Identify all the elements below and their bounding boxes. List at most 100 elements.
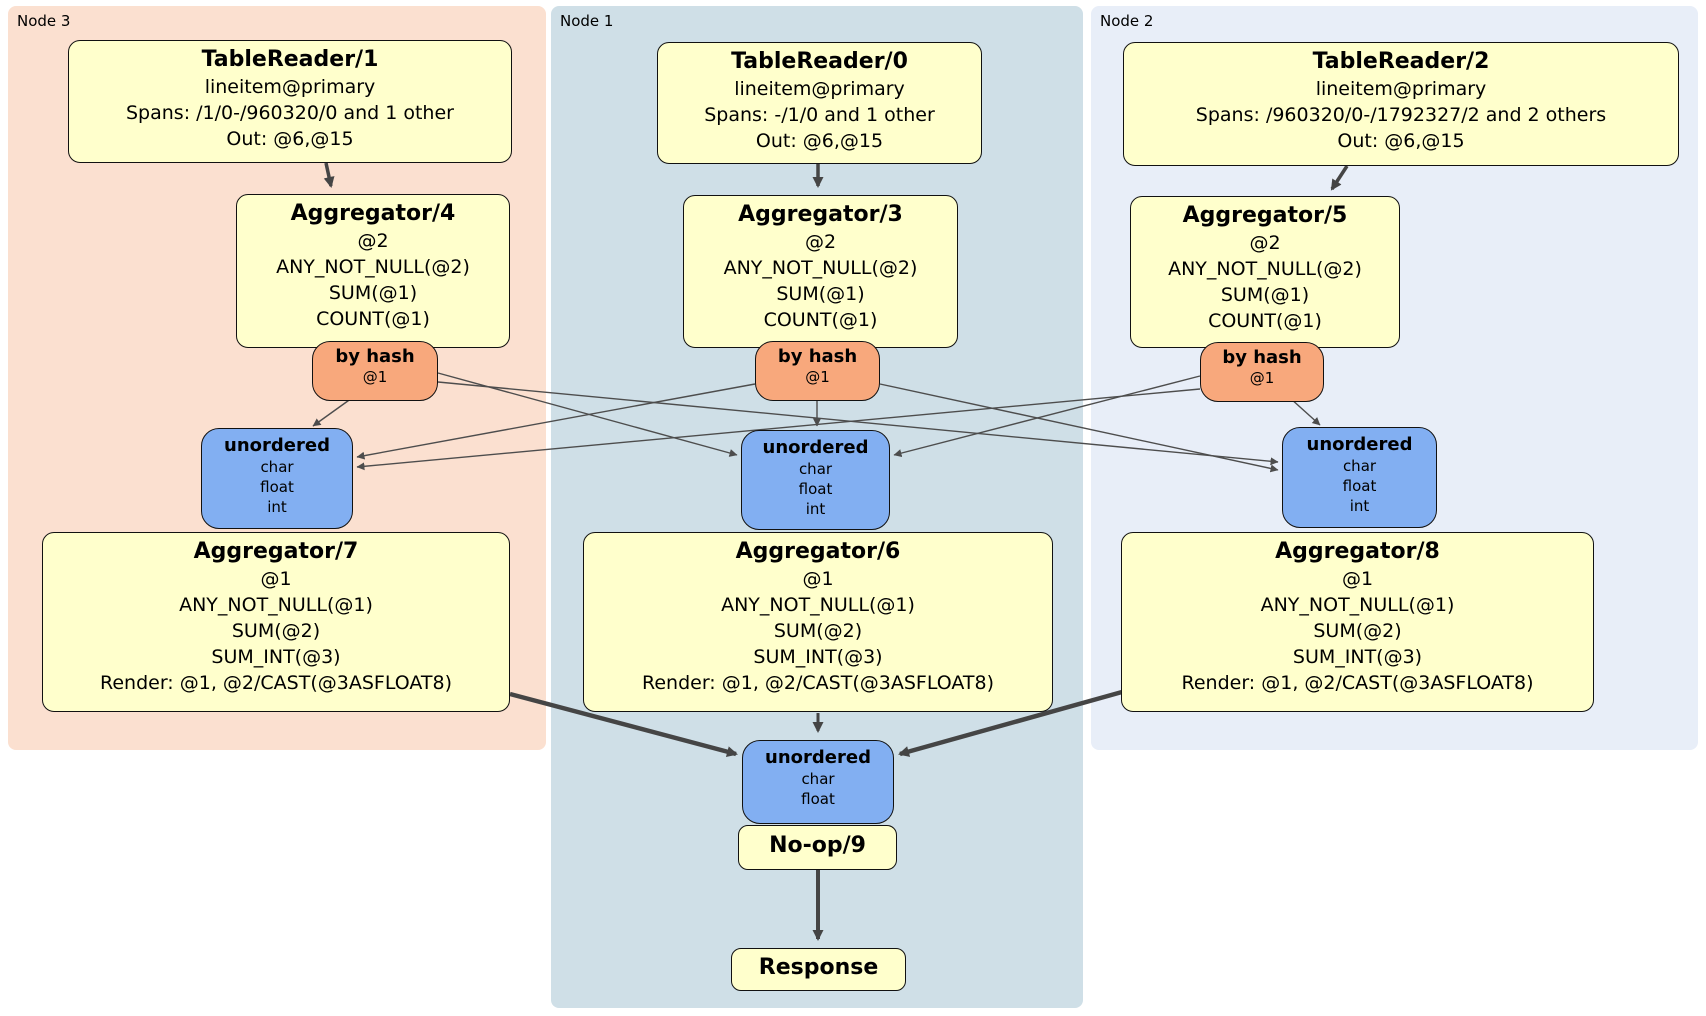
processor-detail: SUM(@1)	[1220, 284, 1310, 306]
processor-aggregator-8: Aggregator/8 @1 ANY_NOT_NULL(@1) SUM(@2)…	[1121, 532, 1594, 712]
processor-title: Aggregator/3	[738, 202, 903, 227]
processor-detail: SUM(@1)	[328, 282, 418, 304]
sync-detail: char	[801, 770, 835, 788]
sync-detail: char	[1342, 457, 1377, 475]
processor-detail: ANY_NOT_NULL(@2)	[723, 257, 918, 279]
processor-detail: @2	[1249, 232, 1281, 254]
sync-title: unordered	[765, 747, 871, 768]
processor-detail: SUM_INT(@3)	[211, 646, 341, 668]
processor-detail: @1	[260, 568, 292, 590]
processor-detail: Render: @1, @2/CAST(@3ASFLOAT8)	[642, 672, 994, 694]
processor-title: Aggregator/8	[1275, 539, 1440, 564]
processor-tablereader-1: TableReader/1 lineitem@primary Spans: /1…	[68, 40, 512, 163]
processor-title: TableReader/2	[1312, 49, 1490, 74]
edge-aggregator7-to-final-unordered	[509, 691, 738, 758]
edge-tablereader1-to-aggregator4	[323, 162, 335, 188]
processor-detail: @1	[1341, 568, 1374, 590]
sync-unordered-6: unordered char float int	[741, 430, 890, 530]
edge-hash3-to-sync7	[356, 383, 756, 460]
processor-detail: SUM_INT(@3)	[753, 646, 883, 668]
processor-detail: COUNT(@1)	[763, 309, 878, 331]
processor-detail: lineitem@primary	[204, 76, 376, 98]
edge-hash5-to-sync7	[356, 388, 1201, 471]
processor-tablereader-0: TableReader/0 lineitem@primary Spans: -/…	[657, 42, 982, 164]
processor-title: TableReader/1	[201, 47, 379, 72]
processor-detail: Out: @6,@15	[755, 130, 884, 152]
processor-detail: COUNT(@1)	[316, 308, 430, 330]
processor-title: Aggregator/7	[193, 539, 359, 564]
processor-detail: COUNT(@1)	[1208, 310, 1322, 332]
sync-detail: float	[798, 480, 833, 498]
processor-title: Response	[758, 955, 879, 980]
processor-detail: SUM(@2)	[1313, 620, 1402, 642]
sync-detail: char	[798, 460, 833, 478]
node-1-label: Node 1	[560, 12, 614, 30]
processor-detail: SUM(@2)	[773, 620, 863, 642]
edge-aggregator8-to-final-unordered	[898, 689, 1123, 757]
node-3-label: Node 3	[17, 12, 71, 30]
router-by-hash-5: by hash @1	[1200, 342, 1324, 402]
processor-detail: @2	[804, 231, 837, 253]
sync-unordered-8: unordered char float int	[1282, 427, 1437, 528]
sync-detail: int	[267, 498, 287, 516]
router-by-hash-3: by hash @1	[755, 341, 880, 401]
edge-hash5-to-sync6	[893, 375, 1201, 457]
processor-aggregator-4: Aggregator/4 @2 ANY_NOT_NULL(@2) SUM(@1)…	[236, 194, 510, 348]
processor-title: Aggregator/5	[1182, 203, 1348, 228]
sync-detail: float	[801, 790, 835, 808]
processor-detail: ANY_NOT_NULL(@2)	[1168, 258, 1362, 280]
router-title: by hash	[1222, 347, 1302, 368]
processor-title: TableReader/0	[731, 49, 908, 74]
router-by-hash-4: by hash @1	[312, 341, 438, 401]
processor-title: No-op/9	[769, 833, 866, 858]
processor-detail: @1	[802, 568, 834, 590]
processor-detail: ANY_NOT_NULL(@1)	[1260, 594, 1455, 616]
sync-title: unordered	[224, 435, 330, 456]
processor-response: Response	[731, 948, 906, 991]
processor-detail: SUM(@1)	[776, 283, 865, 305]
router-detail: @1	[805, 368, 830, 386]
edge-hash4-to-sync6	[437, 372, 738, 457]
processor-detail: lineitem@primary	[734, 78, 905, 100]
sync-detail: int	[805, 500, 826, 518]
processor-detail: Render: @1, @2/CAST(@3ASFLOAT8)	[100, 672, 452, 694]
edge-tablereader2-to-aggregator5	[1330, 165, 1349, 191]
processor-detail: SUM(@2)	[231, 620, 321, 642]
router-detail: @1	[362, 368, 388, 386]
sync-unordered-final: unordered char float	[742, 740, 894, 824]
processor-aggregator-7: Aggregator/7 @1 ANY_NOT_NULL(@1) SUM(@2)…	[42, 532, 510, 712]
edge-hash4-to-sync8	[437, 381, 1279, 466]
sync-title: unordered	[1306, 434, 1413, 455]
edge-hash5-to-sync8	[1289, 397, 1321, 426]
processor-detail: Spans: /1/0-/960320/0 and 1 other	[126, 102, 454, 124]
processor-detail: SUM_INT(@3)	[1292, 646, 1423, 668]
processor-detail: @2	[357, 230, 389, 252]
sync-detail: float	[260, 478, 294, 496]
processor-detail: ANY_NOT_NULL(@1)	[721, 594, 915, 616]
router-title: by hash	[335, 346, 415, 367]
processor-aggregator-3: Aggregator/3 @2 ANY_NOT_NULL(@2) SUM(@1)…	[683, 195, 958, 348]
router-detail: @1	[1249, 369, 1275, 387]
edge-hash3-to-sync8	[879, 383, 1279, 473]
processor-detail: Spans: -/1/0 and 1 other	[704, 104, 935, 126]
processor-title: Aggregator/4	[290, 201, 456, 226]
sync-title: unordered	[762, 437, 869, 458]
processor-detail: lineitem@primary	[1315, 78, 1487, 100]
processor-noop-9: No-op/9	[738, 825, 897, 870]
processor-aggregator-6: Aggregator/6 @1 ANY_NOT_NULL(@1) SUM(@2)…	[583, 532, 1053, 712]
processor-tablereader-2: TableReader/2 lineitem@primary Spans: /9…	[1123, 42, 1679, 166]
sync-detail: char	[260, 458, 294, 476]
sync-unordered-7: unordered char float int	[201, 428, 353, 529]
router-title: by hash	[777, 346, 858, 367]
processor-detail: ANY_NOT_NULL(@2)	[276, 256, 470, 278]
processor-detail: Out: @6,@15	[1337, 130, 1465, 152]
processor-detail: Spans: /960320/0-/1792327/2 and 2 others	[1195, 104, 1607, 126]
edge-hash4-to-sync7	[312, 397, 353, 427]
node-2-label: Node 2	[1100, 12, 1154, 30]
processor-title: Aggregator/6	[735, 539, 901, 564]
processor-detail: ANY_NOT_NULL(@1)	[179, 594, 373, 616]
processor-detail: Render: @1, @2/CAST(@3ASFLOAT8)	[1181, 672, 1534, 694]
sync-detail: float	[1342, 477, 1377, 495]
